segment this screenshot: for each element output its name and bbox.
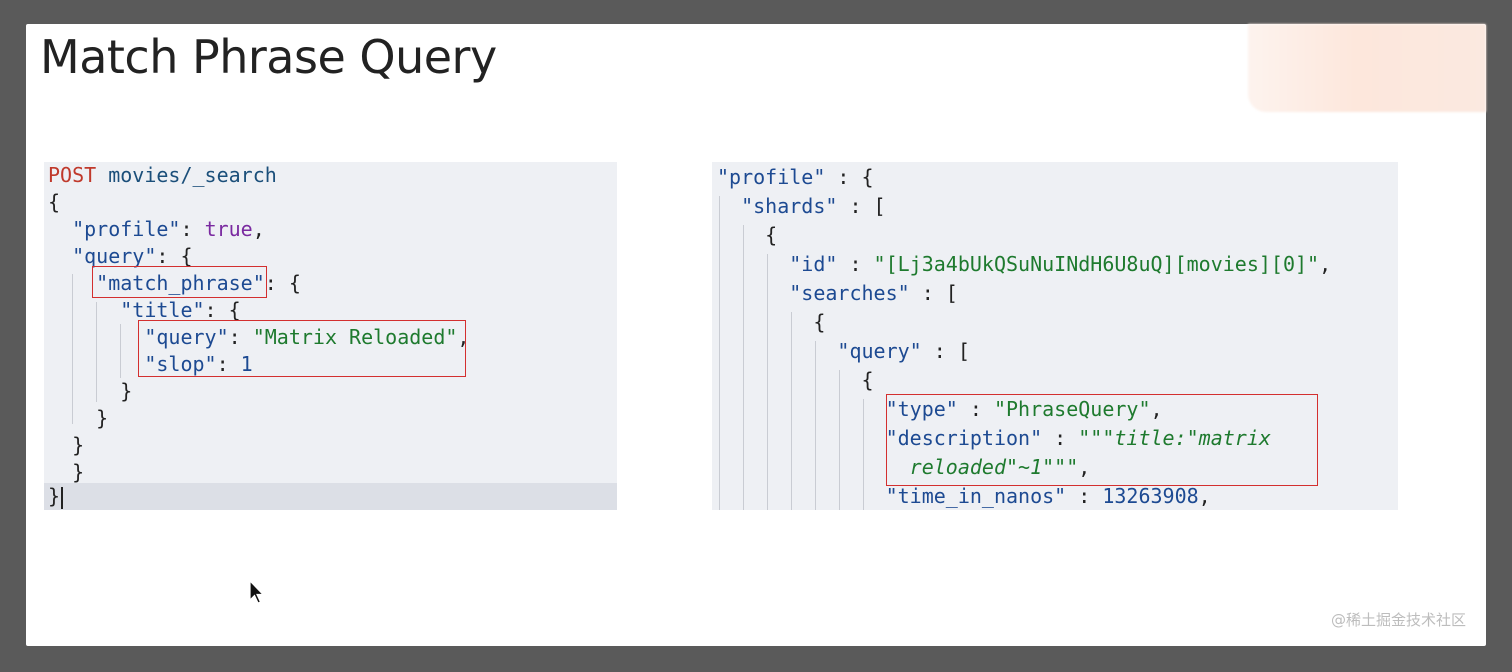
code-line: "query": "Matrix Reloaded", bbox=[144, 325, 470, 349]
http-method: POST bbox=[48, 163, 97, 187]
slide: Match Phrase Query POST movies/_search {… bbox=[26, 24, 1486, 646]
code-line: reloaded"~1""", bbox=[909, 455, 1091, 479]
code-line: "profile" : { bbox=[717, 165, 874, 189]
code-line-active: } bbox=[44, 483, 617, 510]
code-line: "description" : """title:"matrix bbox=[885, 426, 1271, 450]
code-line: } bbox=[72, 433, 85, 457]
indent-guide bbox=[96, 302, 97, 402]
indent-guide bbox=[767, 254, 768, 510]
code-line: } bbox=[120, 379, 133, 403]
code-line: "title": { bbox=[120, 298, 241, 322]
code-line: "profile": true, bbox=[72, 217, 265, 241]
request-path: movies/_search bbox=[108, 163, 277, 187]
code-line: "query": { bbox=[72, 244, 193, 268]
code-line: { bbox=[765, 223, 778, 247]
code-line: { bbox=[861, 368, 874, 392]
indent-guide bbox=[743, 225, 744, 510]
code-line: } bbox=[96, 406, 109, 430]
indent-guide bbox=[791, 312, 792, 510]
code-line: } bbox=[72, 460, 85, 484]
indent-guide bbox=[815, 341, 816, 510]
response-code-panel[interactable]: "profile" : { "shards" : [ { "id" : "[Lj… bbox=[712, 162, 1398, 510]
code-line: "slop": 1 bbox=[144, 352, 253, 376]
slide-title: Match Phrase Query bbox=[40, 30, 497, 84]
indent-guide bbox=[120, 324, 121, 378]
indent-guide bbox=[863, 399, 864, 510]
code-line: "type" : "PhraseQuery", bbox=[885, 397, 1163, 421]
highlight-match-phrase bbox=[92, 266, 267, 298]
code-line: { bbox=[48, 190, 61, 214]
code-line: "match_phrase": { bbox=[96, 271, 301, 295]
request-line: POST movies/_search bbox=[44, 162, 617, 189]
request-code-panel[interactable]: POST movies/_search { "profile": true, "… bbox=[44, 162, 617, 510]
indent-guide bbox=[719, 196, 720, 510]
code-line: "shards" : [ bbox=[741, 194, 886, 218]
code-line: { bbox=[813, 310, 826, 334]
watermark: @稀土掘金技术社区 bbox=[1330, 611, 1466, 629]
highlight-query-slop bbox=[138, 320, 466, 377]
code-line: "id" : "[Lj3a4bUkQSuNuINdH6U8uQ][movies]… bbox=[789, 252, 1332, 276]
mouse-cursor-icon bbox=[249, 580, 265, 604]
indent-guide bbox=[72, 274, 73, 424]
indent-guide bbox=[839, 370, 840, 510]
code-line: "time_in_nanos" : 13263908, bbox=[885, 484, 1211, 508]
video-overlay-blur bbox=[1248, 24, 1486, 112]
text-caret bbox=[61, 486, 64, 509]
highlight-type-description bbox=[886, 394, 1318, 486]
code-line: "query" : [ bbox=[837, 339, 970, 363]
code-line: "searches" : [ bbox=[789, 281, 958, 305]
